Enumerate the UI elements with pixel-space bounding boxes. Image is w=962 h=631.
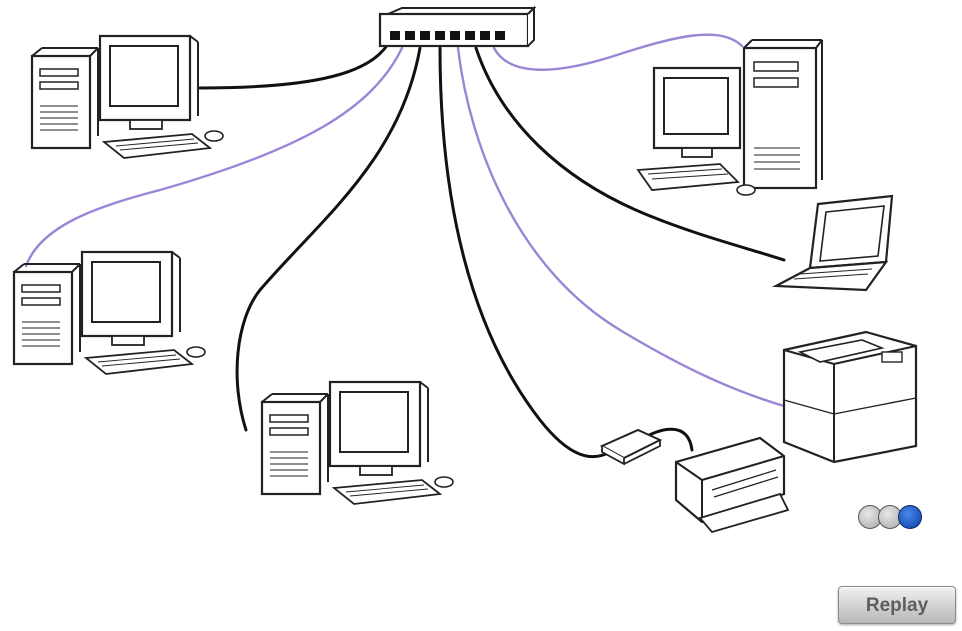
desktop-computer-icon (636, 38, 824, 197)
slide-pager (858, 505, 938, 533)
pager-dot-3-active[interactable] (898, 505, 922, 529)
desktop-computer-icon (260, 380, 455, 506)
desktop-computer-icon (12, 250, 207, 376)
print-server-icon (599, 428, 663, 466)
laser-printer-icon (782, 330, 918, 464)
cable-laser-printer (456, 46, 786, 408)
replay-button[interactable]: Replay (838, 586, 956, 624)
desktop-computer-icon (30, 34, 225, 160)
cable-pc-top-left (198, 42, 390, 90)
inkjet-printer-icon (674, 436, 790, 534)
cable-laptop (474, 46, 786, 262)
cable-pc-mid-left (24, 46, 404, 268)
laptop-icon (771, 194, 894, 292)
cable-print-server (438, 46, 612, 459)
cable-pc-bottom-center (235, 46, 422, 432)
cable-pc-top-right (492, 33, 744, 71)
network-switch-icon (378, 5, 537, 48)
cables (24, 33, 786, 459)
